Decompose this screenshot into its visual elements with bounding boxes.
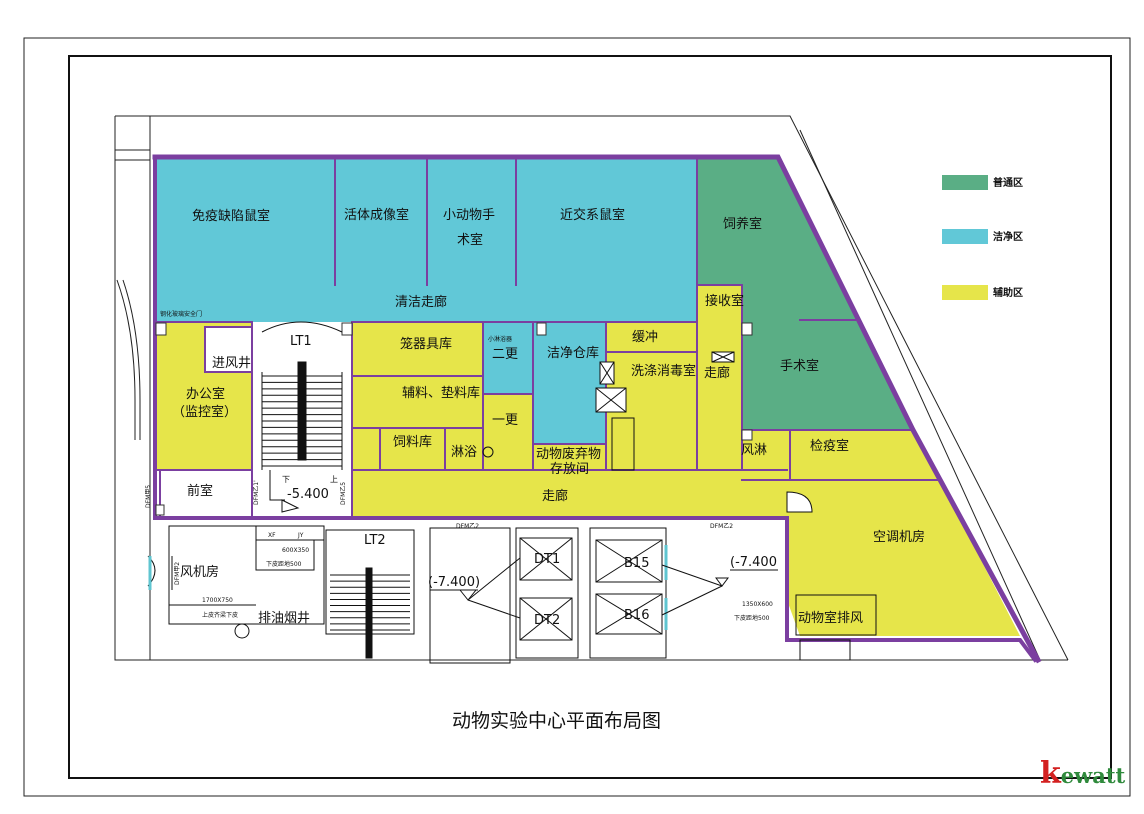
legend-label-normal: 普通区 (993, 176, 1023, 189)
room-fengji: 风机房 (180, 564, 219, 580)
room-bangong-line1: 办公室 (186, 386, 225, 402)
aux-waste (533, 444, 606, 470)
label-dim3: 1350X600 (742, 601, 773, 608)
legend-label-clean: 洁净区 (993, 230, 1023, 243)
brand-logo-first-letter: k (1040, 756, 1061, 791)
zones (155, 157, 1020, 636)
stair-lt1 (261, 321, 343, 513)
aux-yigeng (483, 394, 533, 470)
legend-label-aux: 辅助区 (993, 286, 1023, 299)
room-paiyou: 排油烟井 (258, 611, 310, 626)
room-qingjie: 清洁走廊 (395, 294, 447, 310)
drawing-title: 动物实验中心平面布局图 (452, 710, 661, 732)
label-elev-c: (-7.400 (730, 555, 777, 570)
label-elev-a: -5.400 (287, 487, 329, 502)
label-dfm3: DFM乙5 (340, 482, 347, 505)
inner-frame (68, 55, 1112, 779)
room-jiejing: 洁净仓库 (547, 345, 599, 361)
room-zoulang: 走廊 (542, 488, 568, 504)
clean-zone-ergeng (483, 322, 533, 394)
label-dim3b: 下皮距地500 (734, 614, 770, 622)
room-feiqi-line1: 动物废弃物 (536, 446, 601, 462)
label-up: 上 (330, 475, 338, 484)
technical-labels: LT1 LT2 DT1 DT2 B15 B16 -5.400 (-7.400) … (145, 310, 777, 628)
room-jinfeng: 进风井 (212, 356, 251, 371)
label-dfm5: DFM乙2 (710, 523, 733, 530)
label-dt2: DT2 (534, 613, 560, 628)
label-dfm2: DFM乙1' (253, 480, 260, 505)
clean-zone-store (533, 322, 606, 444)
room-siyang: 饲养室 (723, 216, 762, 232)
room-dongwu-paifeng: 动物室排风 (798, 610, 863, 626)
room-xidi: 洗涤消毒室 (631, 363, 696, 379)
room-jinjiao: 近交系鼠室 (560, 207, 625, 223)
legend-swatch-aux (942, 285, 988, 300)
room-jieshou: 接收室 (705, 293, 744, 309)
label-dfm4: DFM乙2 (456, 523, 479, 530)
room-shoushu: 手术室 (780, 358, 819, 374)
label-dt1: DT1 (534, 552, 560, 567)
brand-logo-rest: ewatt (1060, 763, 1126, 788)
legend-swatch-normal (942, 175, 988, 190)
room-xiaodongwu-line2: 术室 (457, 232, 483, 248)
label-elev-b: (-7.400) (428, 575, 480, 590)
room-huoti: 活体成像室 (344, 207, 409, 223)
label-dim1b: 上皮齐梁下皮 (202, 611, 238, 619)
label-b15: B15 (624, 556, 649, 571)
room-qianshi: 前室 (187, 483, 213, 499)
label-dfm6: DFM甲2 (174, 562, 181, 585)
aux-storage-block (352, 322, 483, 470)
aux-receive (697, 285, 742, 470)
label-dim2b: 下皮距地500 (266, 560, 302, 568)
room-labels: 免疫缺陷鼠室 活体成像室 小动物手 术室 近交系鼠室 饲养室 清洁走廊 接收室 … (172, 207, 925, 626)
walls (152, 154, 1042, 664)
label-jy: JY (297, 532, 304, 539)
room-kongtiao: 空调机房 (873, 529, 925, 545)
room-zoulang-vertical: 走廊 (704, 365, 730, 381)
room-bangong-line2: （监控室） (172, 404, 237, 420)
label-shower-note: 小淋浴器 (488, 335, 512, 343)
label-dfm1: DFM甲5 (145, 485, 152, 508)
room-ergeng: 二更 (492, 347, 518, 362)
room-xiaodongwu-line1: 小动物手 (443, 208, 495, 223)
room-fenglin: 风淋 (741, 443, 767, 458)
room-linyu: 淋浴 (451, 445, 477, 460)
room-yigeng: 一更 (492, 413, 518, 428)
label-b16: B16 (624, 608, 649, 623)
outer-frame (23, 37, 1131, 797)
room-jianyi: 检疫室 (810, 438, 849, 454)
room-siliao: 饲料库 (393, 434, 432, 450)
label-down: 下 (282, 475, 290, 484)
label-xf: XF (268, 532, 276, 539)
legend-swatch-clean (942, 229, 988, 244)
aux-quarantine (742, 430, 940, 480)
room-fuliao: 辅料、垫料库 (402, 385, 480, 401)
lower-structures (147, 525, 877, 664)
label-dim1: 1700X750 (202, 597, 233, 604)
room-mianyi: 免疫缺陷鼠室 (192, 208, 270, 224)
legend: 普通区 洁净区 辅助区 (942, 175, 1023, 300)
label-lt1: LT1 (290, 334, 312, 349)
room-longqi: 笼器具库 (400, 336, 452, 352)
elevation-marks (430, 557, 778, 619)
aux-aircon (787, 480, 1020, 636)
normal-zone (697, 157, 913, 430)
room-huanchong: 缓冲 (632, 330, 658, 345)
brand-logo: kewatt (1040, 756, 1125, 791)
label-dim2: 600X350 (282, 547, 309, 554)
label-lt2: LT2 (364, 533, 386, 548)
aux-corridor (352, 470, 787, 516)
room-feiqi-line2: 存放间 (550, 462, 589, 477)
label-door-note: 钢化玻璃安全门 (160, 310, 202, 318)
